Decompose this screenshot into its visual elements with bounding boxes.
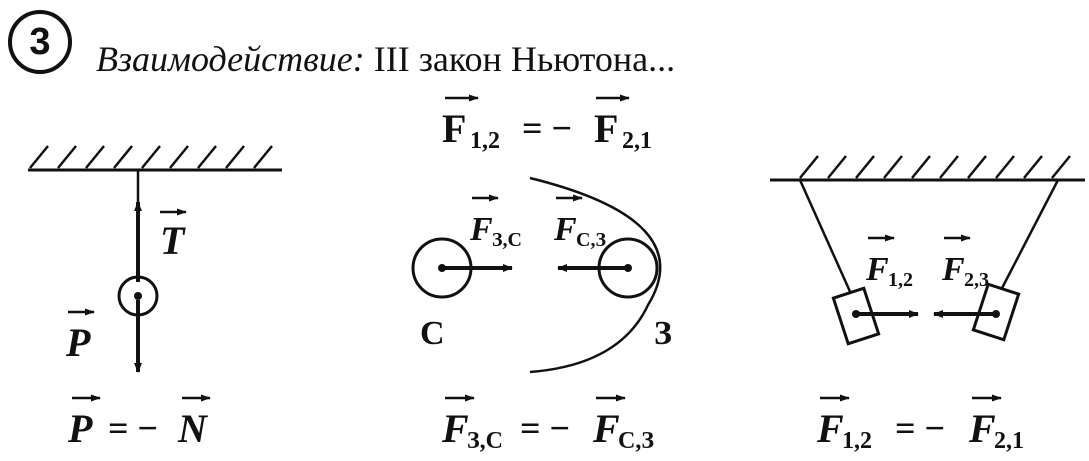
- right-panel-pendulums: F 1,2 F 2,3 F 1,2 = − F 2,1: [770, 155, 1085, 454]
- top-eq-left-sub: 1,2: [470, 128, 500, 154]
- left-eq-right: N: [177, 406, 209, 451]
- right-string: [998, 179, 1060, 293]
- right-eq-operator: = −: [895, 408, 945, 448]
- force-zc-sub: З,С: [492, 229, 522, 251]
- body-c-label: С: [420, 315, 445, 352]
- top-eq-left-vector: F: [442, 106, 466, 151]
- force-cz-name: F: [553, 211, 577, 248]
- figure-title: Взаимодействие: III закон Ньютона...: [96, 38, 675, 80]
- force-12-sub: 1,2: [888, 269, 913, 291]
- mid-eq-left-sub: З,С: [467, 428, 503, 454]
- top-eq-right-sub: 2,1: [622, 128, 652, 154]
- left-string: [798, 179, 854, 297]
- right-eq-right: F: [968, 406, 996, 451]
- force-23-sub: 2,3: [964, 269, 989, 291]
- left-eq-operator: = −: [108, 408, 158, 448]
- mid-eq-right-sub: С,З: [618, 428, 654, 454]
- left-panel-hanging-body: T P P = − N: [28, 145, 282, 451]
- body-z-label: З: [654, 315, 672, 352]
- top-eq-operator: = −: [522, 108, 572, 148]
- mid-eq-operator: = −: [520, 408, 570, 448]
- right-eq-right-sub: 2,1: [994, 428, 1024, 454]
- tension-label: T: [160, 218, 186, 263]
- right-eq-left: F: [816, 406, 844, 451]
- section-number-badge: 3: [8, 10, 72, 74]
- ceiling-right-hatching: [799, 155, 1071, 179]
- right-eq-left-sub: 1,2: [842, 428, 872, 454]
- top-eq-right-vector: F: [594, 106, 618, 151]
- title-italic: Взаимодействие:: [96, 39, 365, 79]
- orbit-arc: [529, 176, 662, 374]
- force-12-name: F: [865, 251, 889, 288]
- top-equation: F 1,2 = − F 2,1: [442, 94, 652, 154]
- force-cz-sub: С,З: [576, 229, 606, 251]
- ceiling-left-hatching: [29, 145, 273, 169]
- weight-label: P: [65, 320, 91, 365]
- left-eq-left: P: [67, 406, 93, 451]
- mid-eq-right-vector: F: [592, 406, 620, 451]
- force-zc-name: F: [469, 211, 493, 248]
- title-rest: III закон Ньютона...: [364, 39, 676, 79]
- mid-eq-left: F: [441, 406, 469, 451]
- middle-panel-orbit: F З,С F С,З С З F З,С = − F С,З: [411, 176, 672, 454]
- force-23-name: F: [941, 251, 965, 288]
